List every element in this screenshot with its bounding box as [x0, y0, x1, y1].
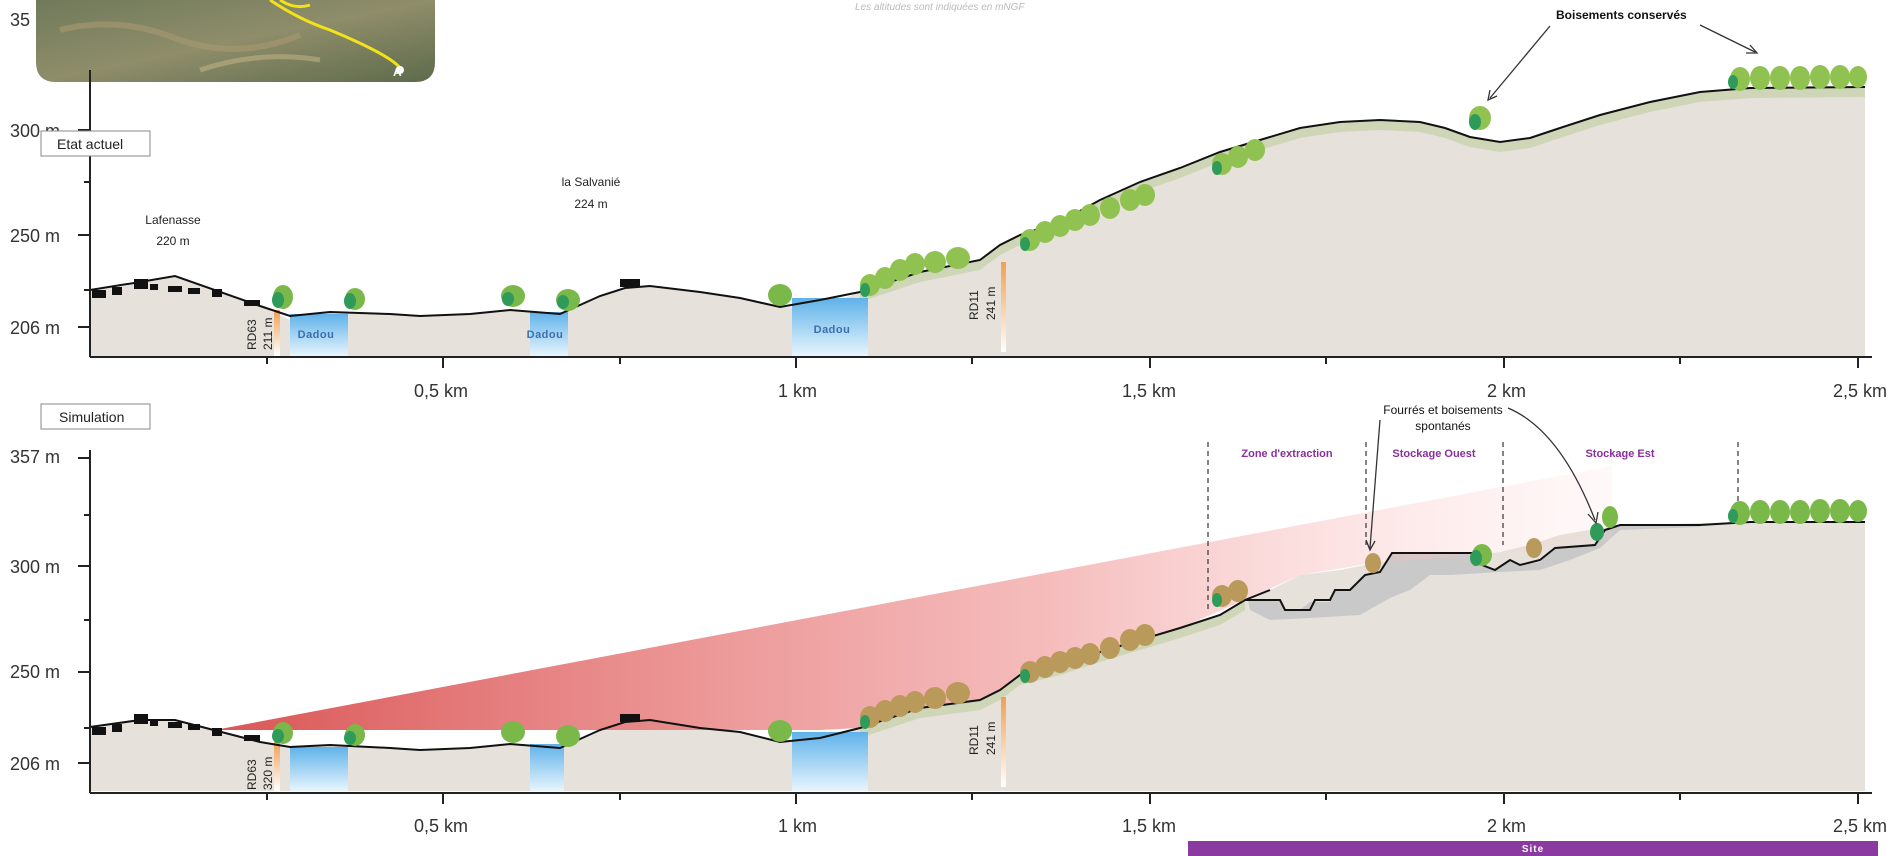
village-buildings-sim [92, 714, 260, 741]
x-tick-1-5-top: 1,5 km [1122, 381, 1176, 401]
svg-text:35: 35 [10, 10, 30, 30]
terrain-actual [90, 87, 1865, 357]
site-label: Site [1522, 844, 1544, 855]
x-tick-1-5-sim: 1,5 km [1122, 816, 1176, 836]
river-dadou-1 [290, 314, 348, 356]
road-rd63-alt-top: 211 m [261, 318, 275, 350]
building-salvanie [620, 279, 640, 287]
place-lafenasse-alt: 220 m [156, 234, 189, 248]
x-tick-1-sim: 1 km [778, 816, 817, 836]
x-tick-0-5-top: 0,5 km [414, 381, 468, 401]
x-tick-0-5-sim: 0,5 km [414, 816, 468, 836]
panel-label-box-sim [40, 403, 151, 430]
village-buildings-lafenasse [92, 279, 260, 306]
altitude-note: Les altitudes sont indiquées en mNGF [855, 2, 1025, 13]
river-label-3: Dadou [814, 324, 851, 336]
building-sim-salvanie [620, 714, 640, 722]
road-rd11-alt-top: 241 m [984, 287, 998, 320]
river-sim-1 [290, 747, 348, 791]
location-map-inset: A [36, 0, 435, 82]
x-tick-2-sim: 2 km [1487, 816, 1526, 836]
x-tick-2-5-top: 2,5 km [1833, 381, 1887, 401]
y-tick-357-sim: 357 m [10, 447, 60, 467]
place-salvanie-alt: 224 m [574, 197, 607, 211]
road-rd11-top: RD11 [967, 290, 981, 320]
river-sim-2 [530, 744, 564, 791]
road-marker-sim-rd11 [1001, 697, 1006, 787]
y-tick-206-top: 206 m [10, 318, 60, 338]
panel-label-sim: Simulation [59, 409, 124, 425]
road-rd63-sim: RD63 [245, 759, 259, 790]
x-tick-2-top: 2 km [1487, 381, 1526, 401]
panel-simulation: 357 m 300 m 250 m 206 m 0,5 km 1 km 1,5 … [10, 403, 1887, 856]
y-tick-250-sim: 250 m [10, 662, 60, 682]
zone-stockage-est-label: Stockage Est [1585, 448, 1654, 460]
river-dadou-2 [530, 312, 568, 356]
road-marker-sim-rd63 [274, 742, 280, 791]
river-label-1: Dadou [298, 329, 335, 341]
tree-clusters-simulation [272, 499, 1867, 747]
annotation-boisements: Boisements conservés [1556, 8, 1687, 22]
x-tick-1-top: 1 km [778, 381, 817, 401]
profile-line-actual [89, 86, 1866, 318]
zone-stockage-ouest-label: Stockage Ouest [1392, 448, 1475, 460]
road-rd11-alt-sim: 241 m [984, 722, 998, 755]
y-tick-300-sim: 300 m [10, 557, 60, 577]
place-salvanie: la Salvanié [562, 175, 621, 189]
river-dadou-3 [792, 298, 868, 356]
terrain-simulation [90, 522, 1865, 791]
panel-label-actual: Etat actuel [57, 136, 123, 152]
y-tick-250-top: 250 m [10, 226, 60, 246]
annotation-fourres-1: Fourrés et boisements [1383, 403, 1502, 417]
panel-label-box-actual [40, 130, 151, 157]
road-marker-rd11 [1001, 262, 1006, 352]
road-rd63-top: RD63 [245, 319, 259, 350]
road-marker-rd63 [274, 310, 280, 356]
view-cone [215, 466, 1612, 730]
stockpile-shape [1240, 525, 1700, 620]
road-rd63-alt-sim: 320 m [261, 757, 275, 790]
river-label-2: Dadou [527, 329, 564, 341]
road-rd11-sim: RD11 [967, 725, 981, 755]
river-sim-3 [792, 732, 868, 791]
panel-etat-actuel: 300 m 250 m 206 m 0,5 km 1 km 1,5 km 2 k… [10, 8, 1887, 401]
zone-extraction-label: Zone d'extraction [1241, 448, 1333, 460]
y-tick-206-sim: 206 m [10, 754, 60, 774]
site-bar [1188, 841, 1878, 856]
map-point-a-icon [396, 66, 404, 74]
svg-text:A: A [393, 65, 402, 79]
annotation-fourres-2: spontanés [1415, 419, 1470, 433]
place-lafenasse: Lafenasse [145, 213, 201, 227]
tree-clusters-actual [272, 65, 1867, 311]
profile-line-simulation [89, 521, 1865, 752]
x-tick-2-5-sim: 2,5 km [1833, 816, 1887, 836]
